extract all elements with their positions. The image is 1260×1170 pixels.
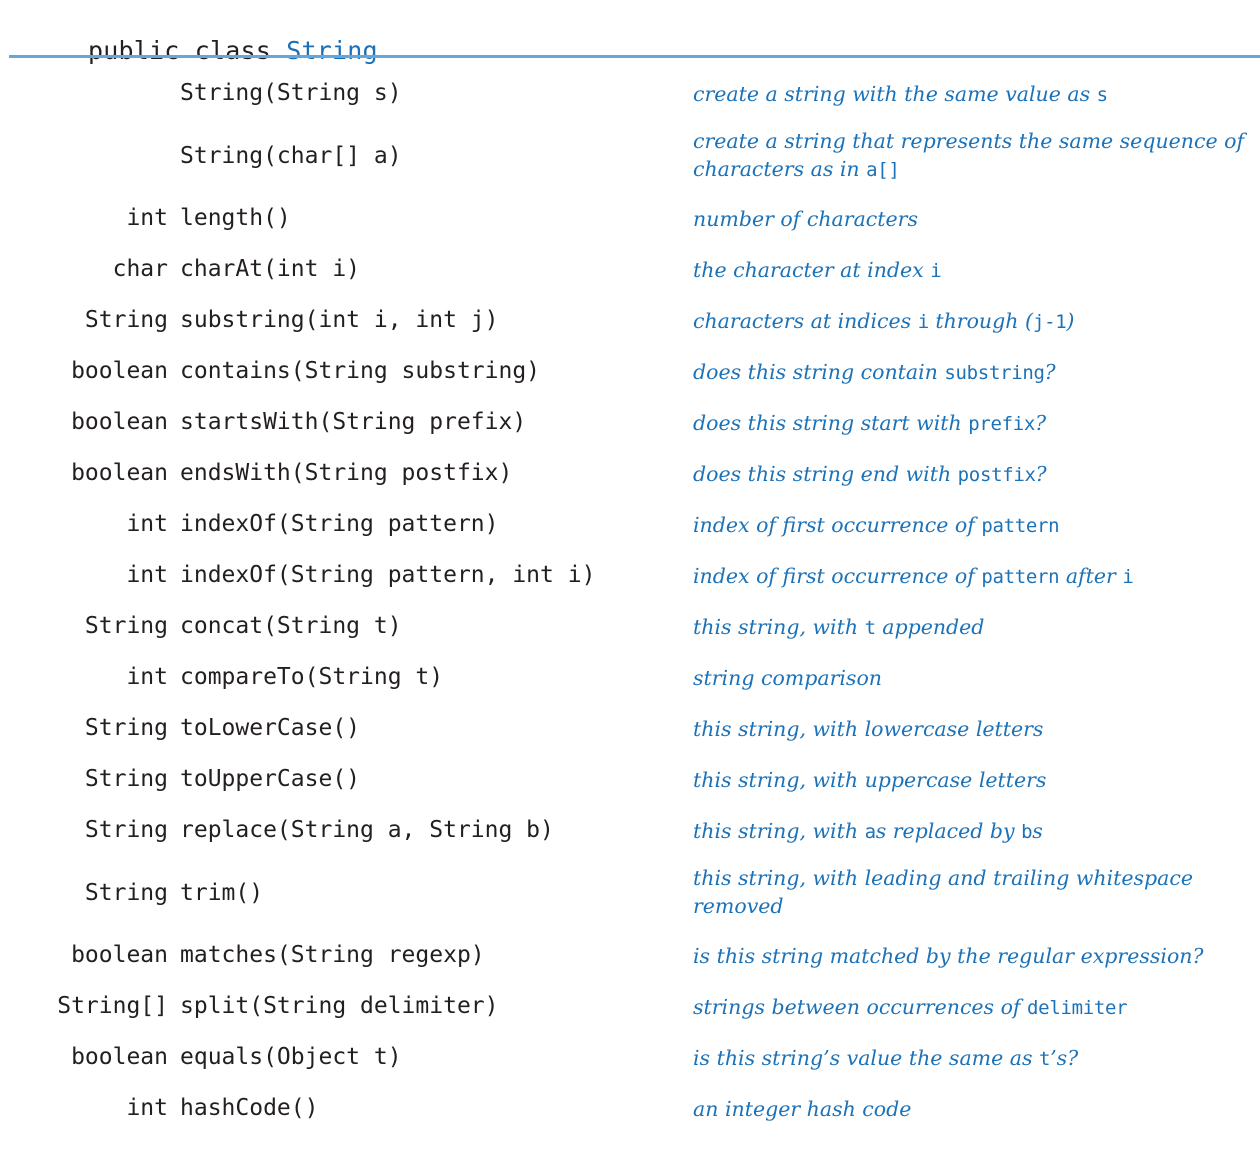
method-row: boolean contains(String substring) does th… — [0, 344, 1260, 395]
method-signature: String(String s) — [180, 80, 402, 106]
return-type: String — [84, 613, 168, 639]
return-type: String — [84, 307, 168, 333]
method-row: String[] split(String delimiter) strings b… — [0, 979, 1260, 1030]
header-divider-rule — [9, 55, 1260, 58]
return-type: int — [126, 664, 168, 690]
method-signature: concat(String t) — [180, 613, 402, 639]
method-signature: compareTo(String t) — [180, 664, 444, 690]
method-description: this string, with lowercase letters — [693, 717, 1044, 741]
return-type: boolean — [71, 460, 168, 486]
method-row: int hashCode() an integer hash code — [0, 1081, 1260, 1132]
method-signature: replace(String a, String b) — [180, 817, 554, 843]
method-rows-container: String(String s) create a string with the… — [0, 66, 1260, 1132]
return-type: String[] — [57, 993, 168, 1019]
return-type: int — [126, 511, 168, 537]
method-row: int compareTo(String t) string comparison — [0, 650, 1260, 701]
return-type: String — [84, 880, 168, 906]
method-row: String toUpperCase() this string, with upp… — [0, 752, 1260, 803]
class-name: String — [286, 36, 378, 65]
return-type: boolean — [71, 409, 168, 435]
method-signature: contains(String substring) — [180, 358, 541, 384]
method-row: int indexOf(String pattern, int i) index o… — [0, 548, 1260, 599]
method-row: String(char[] a) create a string that rep… — [0, 117, 1260, 191]
class-declaration-header: public class String — [27, 7, 378, 94]
method-signature: trim() — [180, 880, 264, 906]
return-type: int — [126, 1095, 168, 1121]
method-description: number of characters — [693, 207, 918, 231]
method-signature: toUpperCase() — [180, 766, 361, 792]
method-signature: substring(int i, int j) — [180, 307, 499, 333]
return-type: boolean — [71, 358, 168, 384]
method-description: this string, with t appended — [693, 615, 985, 639]
method-row: int indexOf(String pattern) index of first… — [0, 497, 1260, 548]
method-description: does this string start with prefix? — [693, 411, 1047, 435]
return-type: int — [126, 562, 168, 588]
method-description: index of first occurrence of pattern aft… — [693, 564, 1134, 588]
method-description: create a string with the same value as s — [693, 82, 1108, 106]
class-modifier-keyword: public class — [88, 36, 287, 65]
method-description: this string, with as replaced by bs — [693, 819, 1043, 843]
method-signature: length() — [180, 205, 291, 231]
return-type: boolean — [71, 942, 168, 968]
method-row: String(String s) create a string with the… — [0, 66, 1260, 117]
method-row: boolean equals(Object t) is this string’s … — [0, 1030, 1260, 1081]
method-signature: split(String delimiter) — [180, 993, 499, 1019]
return-type — [0, 117, 168, 141]
method-description: does this string contain substring? — [693, 360, 1056, 384]
method-row: boolean endsWith(String postfix) does this… — [0, 446, 1260, 497]
method-description: does this string end with postfix? — [693, 462, 1047, 486]
method-signature: String(char[] a) — [180, 143, 402, 169]
method-signature: toLowerCase() — [180, 715, 361, 741]
method-description: is this string’s value the same as t’s? — [693, 1046, 1079, 1070]
method-signature: charAt(int i) — [180, 256, 361, 282]
method-row: String concat(String t) this string, with … — [0, 599, 1260, 650]
method-description: create a string that represents the same… — [693, 129, 1245, 181]
return-type — [0, 66, 168, 78]
method-signature: indexOf(String pattern) — [180, 511, 499, 537]
method-signature: hashCode() — [180, 1095, 319, 1121]
method-row: String substring(int i, int j) characters … — [0, 293, 1260, 344]
method-row: char charAt(int i) the character at index … — [0, 242, 1260, 293]
method-row: String toLowerCase() this string, with low… — [0, 701, 1260, 752]
method-signature: matches(String regexp) — [180, 942, 485, 968]
method-description: an integer hash code — [693, 1097, 912, 1121]
return-type: int — [126, 205, 168, 231]
method-description: is this string matched by the regular ex… — [693, 944, 1204, 968]
method-description: this string, with leading and trailing w… — [693, 866, 1193, 918]
return-type: String — [84, 766, 168, 792]
method-row: String trim() this string, with leading an… — [0, 854, 1260, 928]
method-description: the character at index i — [693, 258, 942, 282]
return-type: String — [84, 715, 168, 741]
method-signature: equals(Object t) — [180, 1044, 402, 1070]
method-description: strings between occurrences of delimiter — [693, 995, 1128, 1019]
method-signature: endsWith(String postfix) — [180, 460, 513, 486]
return-type: boolean — [71, 1044, 168, 1070]
method-row: boolean matches(String regexp) is this str… — [0, 928, 1260, 979]
method-signature: indexOf(String pattern, int i) — [180, 562, 596, 588]
method-description: this string, with uppercase letters — [693, 768, 1047, 792]
method-row: String replace(String a, String b) this st… — [0, 803, 1260, 854]
method-signature: startsWith(String prefix) — [180, 409, 527, 435]
return-type: char — [112, 256, 168, 282]
method-description: index of first occurrence of pattern — [693, 513, 1060, 537]
method-description: characters at indices i through (j-1) — [693, 309, 1075, 333]
method-row: boolean startsWith(String prefix) does thi… — [0, 395, 1260, 446]
method-description: string comparison — [693, 666, 882, 690]
method-row: int length() number of characters — [0, 191, 1260, 242]
return-type: String — [84, 817, 168, 843]
